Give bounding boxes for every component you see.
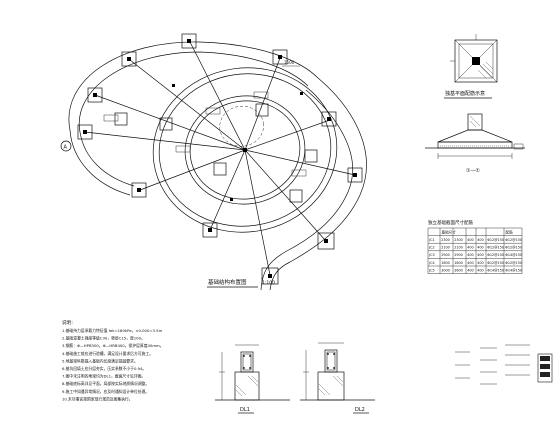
schedule-cell: Φ12@150: [505, 261, 522, 265]
note-line: 8.基础底标高详见平面，局部按实际地质情况调整。: [62, 381, 149, 386]
schedule-cell: JC1: [428, 238, 435, 242]
footing-section-detail: ①—①: [425, 113, 525, 174]
spiral-band-outer: [68, 41, 319, 131]
schedule-cell: 1800: [454, 261, 463, 265]
schedule-cell: 400: [467, 261, 473, 265]
schedule-cell: 2300: [441, 238, 450, 242]
legend-blocks: [455, 344, 553, 385]
schedule-cell: 400: [477, 253, 483, 257]
schedule-cell: 2100: [441, 246, 450, 250]
dimension-tag: 1500: [284, 60, 295, 65]
note-line: 4.基础施工前应进行验槽，满足设计要求后方可施工。: [62, 351, 153, 356]
schedule-cell: 2900: [441, 253, 450, 257]
schedule-cell: 400: [477, 246, 483, 250]
schedule-cell: 1800: [441, 261, 450, 265]
note-line: 6.基坑回填土应分层夯实，压实系数不小于0.94。: [62, 366, 146, 371]
schedule-cell: Φ14@150: [505, 268, 522, 272]
schedule-cell: 2100: [454, 246, 463, 250]
note-line: 5.地基梁纵筋锚入基础内长度满足锚固要求。: [62, 358, 138, 363]
schedule-cell: 2300: [454, 238, 463, 242]
schedule-cell: 400: [477, 261, 483, 265]
schedule-cell: 3600: [454, 268, 463, 272]
general-notes: 说明： 1.基础持力层承载力特征值 fak=180kPa，±0.000=3.5m…: [62, 319, 164, 401]
foundation-plan: 1500 A 基础结构布置图 1:100: [60, 33, 367, 291]
ring-beam-outer: [152, 67, 338, 233]
schedule-cell: Φ12@150: [487, 246, 504, 250]
note-line: 7.图中未注明的地梁均为DL1，截面尺寸见详图。: [62, 374, 145, 379]
beam-detail-dl1: DL1: [215, 344, 290, 414]
schedule-cell: Φ14@150: [487, 268, 504, 272]
axis-bubble: [60, 140, 72, 152]
schedule-cell: JC5: [428, 268, 435, 272]
schedule-cell: 2900: [454, 253, 463, 257]
columns: [83, 39, 357, 278]
axis-bubble-label: A: [64, 145, 68, 151]
schedule-cell: 400: [467, 238, 473, 242]
schedule-header-cell: 配筋: [506, 229, 514, 234]
schedule-header-cell: 基础尺寸: [442, 229, 457, 234]
footing-plan-caption: 独基平面配筋示意: [445, 90, 485, 97]
schedule-cell: Φ14@150: [505, 253, 522, 257]
schedule-cell: Φ12@150: [505, 238, 522, 242]
footing-pads: [77, 33, 363, 285]
schedule-cell: Φ12@150: [505, 246, 522, 250]
note-line: 3.钢筋：Φ—HPB300，Φ—HRB400，保护层厚度40mm。: [62, 343, 164, 348]
note-line: 2.基础混凝土强度等级C30，垫层C15，厚100。: [62, 336, 145, 341]
notes-heading: 说明：: [62, 319, 76, 326]
plan-title: 基础结构布置图: [208, 278, 247, 286]
schedule-cell: 400: [467, 268, 473, 272]
schedule-cell: Φ12@150: [487, 253, 504, 257]
dl2-label: DL2: [355, 407, 365, 413]
plan-scale: 1:100: [262, 280, 275, 286]
schedule-cell: JC3: [428, 253, 435, 257]
note-line: 1.基础持力层承载力特征值 fak=180kPa，±0.000=3.5m: [62, 328, 163, 333]
radial-beams: [84, 41, 356, 276]
section-caption: ①—①: [466, 168, 480, 174]
ring-beam-middle: [184, 95, 306, 205]
schedule-cell: 400: [467, 246, 473, 250]
schedule-cell: JC2: [428, 246, 435, 250]
schedule-cell: 3000: [441, 268, 450, 272]
footing-plan-detail: 独基平面配筋示意: [444, 34, 498, 99]
schedule-cell: Φ12@150: [487, 261, 504, 265]
schedule-cell: Φ12@150: [487, 238, 504, 242]
inner-dashed-ring: [219, 105, 264, 147]
note-line: 9.施工中如遇异常情况，应及时通知设计单位处理。: [62, 389, 149, 394]
schedule-cell: 400: [477, 238, 483, 242]
note-line: 10.未尽事宜按国家现行规范及图集执行。: [62, 396, 133, 401]
schedule-cell: 400: [467, 253, 473, 257]
schedule-cell: 400: [477, 268, 483, 272]
beam-detail-dl2: DL2: [300, 342, 375, 414]
schedule-title: 独立基础截面尺寸配筋: [428, 219, 473, 226]
schedule-cell: JC4: [428, 261, 435, 265]
dl1-label: DL1: [240, 407, 250, 413]
